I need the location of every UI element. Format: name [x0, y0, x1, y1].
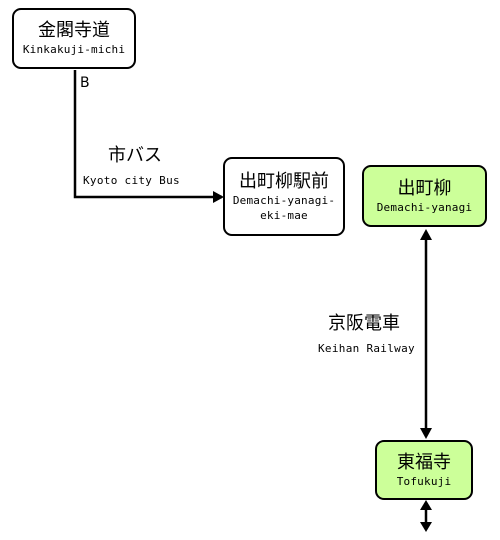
station-kinkakuji-michi: 金閣寺道 Kinkakuji-michi: [12, 8, 136, 69]
keihan-line-name-ja: 京阪電車: [328, 313, 400, 334]
keihan-line-name-en: Keihan Railway: [318, 342, 415, 355]
station-name-en: Tofukuji: [396, 474, 452, 488]
station-name-ja: 東福寺: [397, 451, 451, 473]
bus-line-name-ja: 市バス: [108, 145, 162, 166]
keihan-arrowhead-down-icon: [420, 428, 432, 439]
station-name-ja: 出町柳: [397, 177, 452, 199]
station-demachi-yanagi-ekimae: 出町柳駅前 Demachi-yanagi- eki-mae: [223, 157, 345, 236]
station-name-en-line2: eki-mae: [260, 208, 308, 222]
continuation-arrowhead-up-icon: [420, 500, 432, 510]
keihan-arrowhead-up-icon: [420, 229, 432, 240]
continuation-arrowhead-down-icon: [420, 522, 432, 532]
bus-line-name-en: Kyoto city Bus: [83, 174, 180, 187]
station-name-ja: 金閣寺道: [38, 20, 110, 41]
station-name-en: Kinkakuji-michi: [22, 43, 126, 56]
station-tofukuji: 東福寺 Tofukuji: [375, 440, 473, 500]
station-name-ja: 出町柳駅前: [239, 170, 329, 192]
city-bus-route-line: [73, 70, 222, 199]
station-name-en-line1: Demachi-yanagi-: [232, 193, 336, 207]
station-name-en: Demachi-yanagi: [376, 200, 473, 214]
bus-arrowhead-icon: [213, 191, 224, 203]
station-demachi-yanagi: 出町柳 Demachi-yanagi: [362, 165, 487, 227]
bus-stop-label: B: [80, 75, 90, 91]
